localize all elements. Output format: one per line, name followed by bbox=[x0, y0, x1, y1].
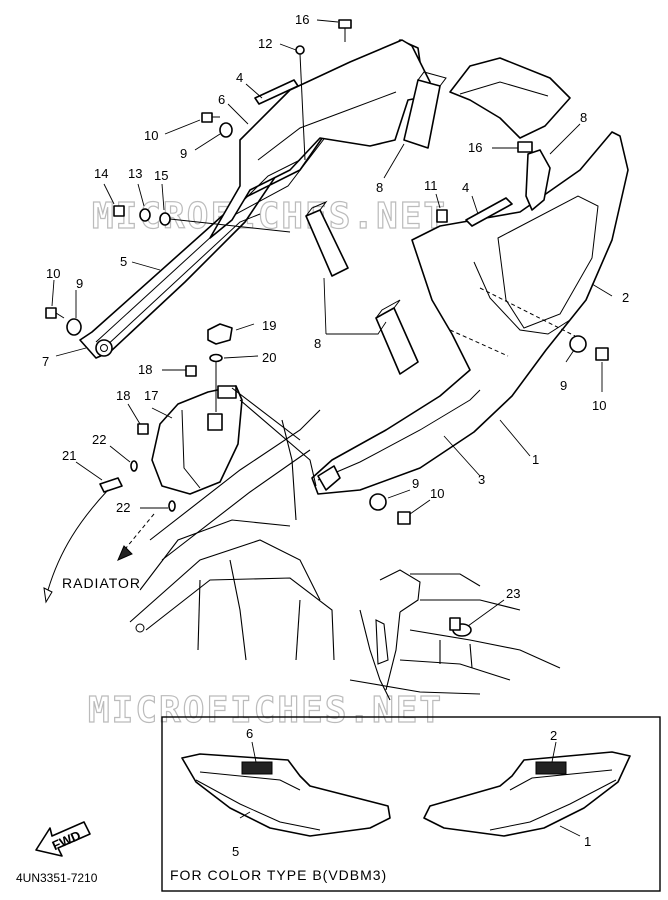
diagram-code: 4UN3351-7210 bbox=[16, 871, 98, 885]
left-cover-bracket bbox=[79, 39, 447, 359]
callout-11: 11 bbox=[424, 178, 438, 193]
right-cover bbox=[311, 131, 629, 525]
callout-16-top: 16 bbox=[295, 12, 309, 27]
callout-3: 3 bbox=[478, 472, 485, 487]
callout-12: 12 bbox=[258, 36, 272, 51]
callout-17: 17 bbox=[144, 388, 158, 403]
callout-10-upper: 10 bbox=[144, 128, 158, 143]
color-type-inset bbox=[161, 716, 661, 892]
callout-18-upper: 18 bbox=[138, 362, 152, 377]
callout-20: 20 bbox=[262, 350, 276, 365]
callout-1-inset: 1 bbox=[584, 834, 591, 849]
callout-5-main: 5 bbox=[120, 254, 127, 269]
callout-8-right: 8 bbox=[580, 110, 587, 125]
callout-7: 7 bbox=[42, 354, 49, 369]
callout-10-lower: 10 bbox=[430, 486, 444, 501]
callout-13: 13 bbox=[128, 166, 142, 181]
callout-9-upper: 9 bbox=[180, 146, 187, 161]
callout-8-top: 8 bbox=[376, 180, 383, 195]
callout-labels: 16 12 4 6 10 9 8 8 16 14 13 15 11 4 5 10… bbox=[42, 12, 629, 859]
callout-2-inset: 2 bbox=[550, 728, 557, 743]
fwd-label: FWD bbox=[50, 828, 83, 854]
callout-16-right: 16 bbox=[468, 140, 482, 155]
callout-6-inset: 6 bbox=[246, 726, 253, 741]
callout-21: 21 bbox=[62, 448, 76, 463]
rear-shock-area bbox=[349, 569, 561, 701]
watermark-bottom: MICROFICHES.NET bbox=[88, 690, 443, 731]
callout-19: 19 bbox=[262, 318, 276, 333]
callout-4-right: 4 bbox=[462, 180, 469, 195]
callout-9-left: 9 bbox=[76, 276, 83, 291]
seat bbox=[449, 57, 571, 139]
callout-6: 6 bbox=[218, 92, 225, 107]
frame-tubes bbox=[129, 387, 335, 661]
callout-15: 15 bbox=[154, 168, 168, 183]
callout-23: 23 bbox=[506, 586, 520, 601]
callout-10-left: 10 bbox=[46, 266, 60, 281]
leader-lines bbox=[51, 19, 613, 627]
callout-5-inset: 5 bbox=[232, 844, 239, 859]
reservoir-tank bbox=[43, 323, 243, 604]
fwd-arrow-icon bbox=[35, 821, 91, 857]
callout-22-upper: 22 bbox=[92, 432, 106, 447]
callout-9-right: 9 bbox=[560, 378, 567, 393]
callout-2-main: 2 bbox=[622, 290, 629, 305]
callout-4-upper: 4 bbox=[236, 70, 243, 85]
fasteners-upper-left bbox=[45, 19, 352, 336]
callout-9-lower: 9 bbox=[412, 476, 419, 491]
callout-10-right: 10 bbox=[592, 398, 606, 413]
inset-caption: FOR COLOR TYPE B(VDBM3) bbox=[170, 867, 387, 883]
radiator-label: RADIATOR bbox=[62, 575, 141, 591]
callout-22-lower: 22 bbox=[116, 500, 130, 515]
callout-18-lower: 18 bbox=[116, 388, 130, 403]
callout-1-main: 1 bbox=[532, 452, 539, 467]
callout-14: 14 bbox=[94, 166, 108, 181]
callout-8-bottom: 8 bbox=[314, 336, 321, 351]
